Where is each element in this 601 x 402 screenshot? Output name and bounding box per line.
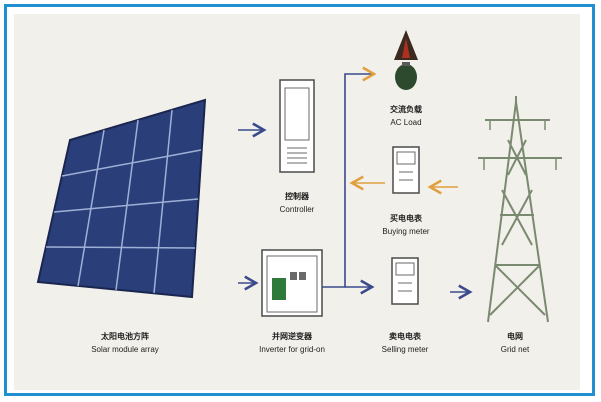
controller-cabinet-icon <box>279 79 315 173</box>
inverter-box-icon <box>261 249 323 317</box>
selling-meter-label: 卖电电表 Selling meter <box>360 330 450 356</box>
solar-panel-icon <box>36 98 207 299</box>
electric-meter-icon <box>392 146 420 194</box>
buying-meter-label: 买电电表 Buying meter <box>361 212 451 238</box>
lamp-icon <box>394 30 418 90</box>
grid-label-en: Grid net <box>500 345 530 354</box>
controller-label: 控制器 Controller <box>252 190 342 216</box>
buying-meter-label-en: Buying meter <box>382 227 430 236</box>
ac-load-label-en: AC Load <box>390 118 422 127</box>
inverter-label: 并网逆变器 Inverter for grid-on <box>237 330 347 356</box>
power-tower-icon <box>478 96 562 323</box>
solar-array-label-en: Solar module array <box>91 345 159 354</box>
arrow-bus-to-ac-load <box>322 66 377 288</box>
ac-load-label-cn: 交流负载 <box>390 105 422 114</box>
inverter-label-cn: 并网逆变器 <box>272 332 312 341</box>
controller-label-cn: 控制器 <box>285 192 309 201</box>
inverter-label-en: Inverter for grid-on <box>259 345 325 354</box>
grid-label: 电网 Grid net <box>480 330 550 356</box>
solar-array-label: 太阳电池方阵 Solar module array <box>60 330 190 356</box>
selling-meter-label-cn: 卖电电表 <box>389 332 421 341</box>
buying-meter-label-cn: 买电电表 <box>390 214 422 223</box>
controller-label-en: Controller <box>279 205 315 214</box>
flow-arrows <box>238 66 473 300</box>
ac-load-label: 交流负载 AC Load <box>366 103 446 129</box>
grid-label-cn: 电网 <box>507 332 523 341</box>
solar-array-label-cn: 太阳电池方阵 <box>101 332 149 341</box>
electric-meter-icon <box>391 257 419 305</box>
selling-meter-label-en: Selling meter <box>381 345 429 354</box>
